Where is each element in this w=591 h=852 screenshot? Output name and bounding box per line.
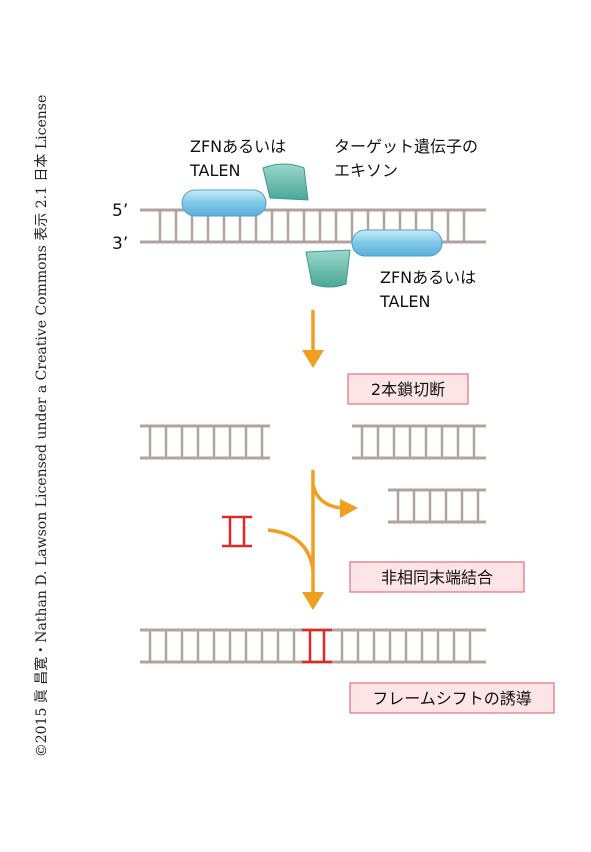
dna-fragment-left [140, 424, 270, 460]
arrow-head-down [302, 592, 324, 610]
label-zfn-talen-bottom-1: ZFNあるいは [380, 268, 476, 287]
dna-fragment-right [352, 424, 486, 460]
dna-fragment-removed [388, 488, 486, 524]
copyright-credit: ©2015 眞 昌寛・Nathan D. Lawson Licensed und… [33, 95, 50, 758]
step-label-nhej: 非相同末端結合 [381, 568, 493, 587]
arrow-nhej [267, 470, 343, 595]
step-box-frameshift: フレームシフトの誘導 [349, 682, 555, 714]
dna-repaired [140, 628, 486, 664]
label-target-exon-1: ターゲット遺伝子の [334, 137, 478, 156]
label-target-exon-2: エキソン [334, 161, 398, 180]
step-box-nhej: 非相同末端結合 [349, 561, 525, 593]
step-label-frameshift: フレームシフトの誘導 [372, 689, 532, 708]
label-5-prime: 5’ [112, 201, 128, 221]
nuclease-top [181, 163, 309, 217]
label-3-prime: 3’ [112, 234, 128, 254]
step-label-dsb: 2本鎖切断 [371, 380, 445, 399]
arrow-to-dsb [302, 310, 324, 368]
label-zfn-talen-top-1: ZFNあるいは [190, 137, 286, 156]
arrow-head-removed [340, 499, 358, 518]
insertion-piece [222, 515, 252, 548]
label-zfn-talen-bottom-2: TALEN [379, 292, 430, 311]
label-zfn-talen-top-2: TALEN [189, 161, 240, 180]
step-box-dsb: 2本鎖切断 [347, 373, 469, 405]
nuclease-bottom [305, 229, 443, 288]
